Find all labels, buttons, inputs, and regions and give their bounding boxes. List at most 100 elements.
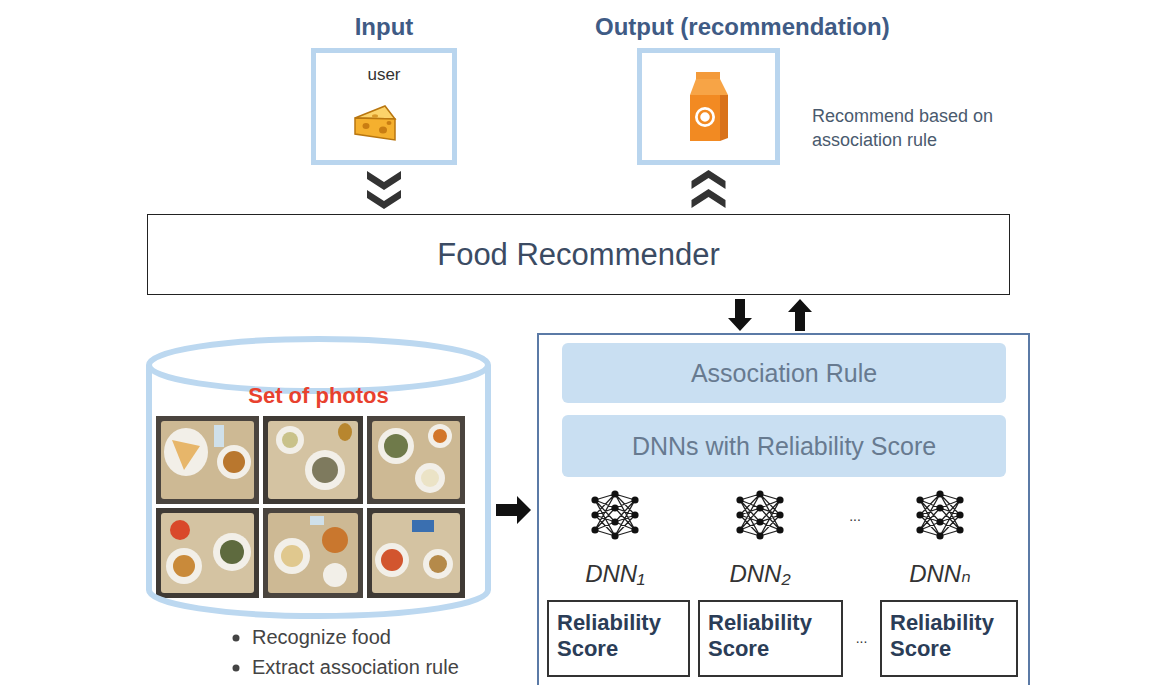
output-box: Output (recommendation) [637,48,780,165]
box-text: Set of photos [145,335,492,409]
box-heading: Output (recommendation) [595,13,890,41]
score-box: Reliability Score [880,600,1018,677]
circle-shape [381,549,403,571]
block-arrow [788,299,812,331]
box-text: Reliability Score [890,610,1008,663]
arrow-shape [367,190,401,209]
ellipse-shape [372,114,378,118]
arrow-shape [367,171,401,190]
block-arrow [728,299,752,331]
score-box: Reliability Score [698,600,843,677]
food-photo [156,508,259,598]
rect-shape [310,516,324,525]
note-text: Recommend based on association rule [812,104,1007,153]
arrow-shape [788,299,812,331]
photo-database: Set of photos [145,335,492,620]
neural-net-icon [736,490,783,539]
rect-shape [156,508,259,598]
score-box: Reliability Score [547,600,690,677]
ellipse-shape [363,123,370,129]
rect-shape [367,508,465,598]
circle-shape [323,563,347,587]
circle-shape [378,428,414,464]
polygon-shape [720,95,728,141]
circle-shape [415,463,445,493]
rect-shape [696,72,720,79]
model-panel: Association RuleDNNs with Reliability Sc… [537,333,1030,685]
rect-shape [412,520,434,532]
path-shape [355,106,395,119]
rect-shape [690,95,720,141]
circle-shape [695,107,715,127]
ellipse-shape [164,428,208,476]
neural-net-icon [916,490,963,539]
box-text: Association Rule [681,359,887,388]
input-box: Inputuser [311,48,457,165]
polygon-shape [690,79,728,95]
ellipse-shape [379,127,387,134]
rect-shape [161,421,254,499]
rect-shape [268,421,358,499]
rect-shape [367,416,465,504]
circle-shape [276,426,304,454]
neural-net-icon [591,490,638,539]
circle-shape [428,424,452,448]
arrow-shape [728,299,752,331]
cheese-icon [355,106,395,140]
bullet-dot [233,635,240,642]
rule-band: Association Rule [562,343,1006,403]
food-photo [156,416,259,504]
arrow-shape [692,189,726,208]
circle-shape [429,555,447,573]
ellipsis: ... [835,508,875,525]
circle-shape [384,434,408,458]
circle-shape [305,450,345,490]
circle-shape [274,538,310,574]
rect-shape [214,425,224,447]
rect-shape [372,513,460,593]
circle-shape [322,527,348,553]
circle-shape [173,555,195,577]
box-text: Reliability Score [708,610,833,663]
ellipse-shape [338,423,352,441]
circle-shape [213,533,251,571]
dnn-label: DNN₂ [710,560,810,589]
food-photo [367,416,465,504]
food-photo [263,508,363,598]
food-photo [263,416,363,504]
milk-carton-icon [690,72,728,141]
food-photo [367,508,465,598]
box-text: Food Recommender [427,237,730,273]
circle-shape [312,457,338,483]
box-text: user [316,53,452,85]
path-shape [355,118,395,140]
rect-shape [263,416,363,504]
bullet-text: Recognize food [252,625,532,649]
ellipsis: ... [843,630,880,647]
dnn-label: DNN₁ [565,560,665,589]
circle-shape [166,548,202,584]
rect-shape [268,513,358,593]
arrow-shape [496,496,531,524]
rect-shape [161,513,254,593]
path-shape [172,440,200,470]
box-heading: Input [316,13,452,41]
circle-shape [223,451,245,473]
circle-shape [421,469,439,487]
circle-shape [433,429,447,443]
circle-shape [220,540,244,564]
rect-shape [156,416,259,504]
circle-shape [170,520,190,540]
chevron-connector [692,170,726,208]
dnn-label: DNNₙ [890,560,990,589]
cylinder-outline [145,335,492,620]
circle-shape [281,545,303,567]
bullet-text: Extract association rule [252,655,532,679]
recommender-box: Food Recommender [147,214,1010,295]
circle-shape [423,549,453,579]
bullet-dot [233,665,240,672]
circle-shape [217,445,251,479]
arrow-shape [692,170,726,189]
circle-shape [375,543,409,577]
